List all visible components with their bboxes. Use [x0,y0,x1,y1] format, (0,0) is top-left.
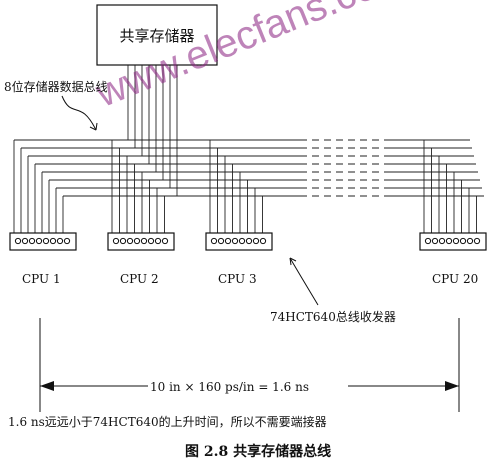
distance-label: 10 in × 160 ps/in = 1.6 ns [150,380,309,394]
transceiver-chip [107,232,175,251]
transceiver-chip [205,232,273,251]
cpu-3-label: CPU 3 [218,272,257,286]
bus-label: 8位存储器数据总线 [4,80,108,94]
transceiver-chips [9,232,487,251]
cpu-2-label: CPU 2 [120,272,159,286]
transceiver-chip [419,232,487,251]
figure-caption: 图 2.8 共享存储器总线 [185,444,332,460]
cpu-1-label: CPU 1 [22,272,61,286]
shared-memory-label: 共享存储器 [119,26,195,45]
shared-memory-box [96,4,218,66]
transceiver-label: 74HCT640总线收发器 [270,310,396,324]
note-text: 1.6 ns远远小于74HCT640的上升时间，所以不需要端接器 [8,415,327,429]
bus-label-arrow [61,95,97,131]
transceiver-chip [9,232,77,251]
data-bus-lines [13,65,484,233]
transceiver-arrow [289,257,319,306]
cpu-20-label: CPU 20 [432,272,479,286]
